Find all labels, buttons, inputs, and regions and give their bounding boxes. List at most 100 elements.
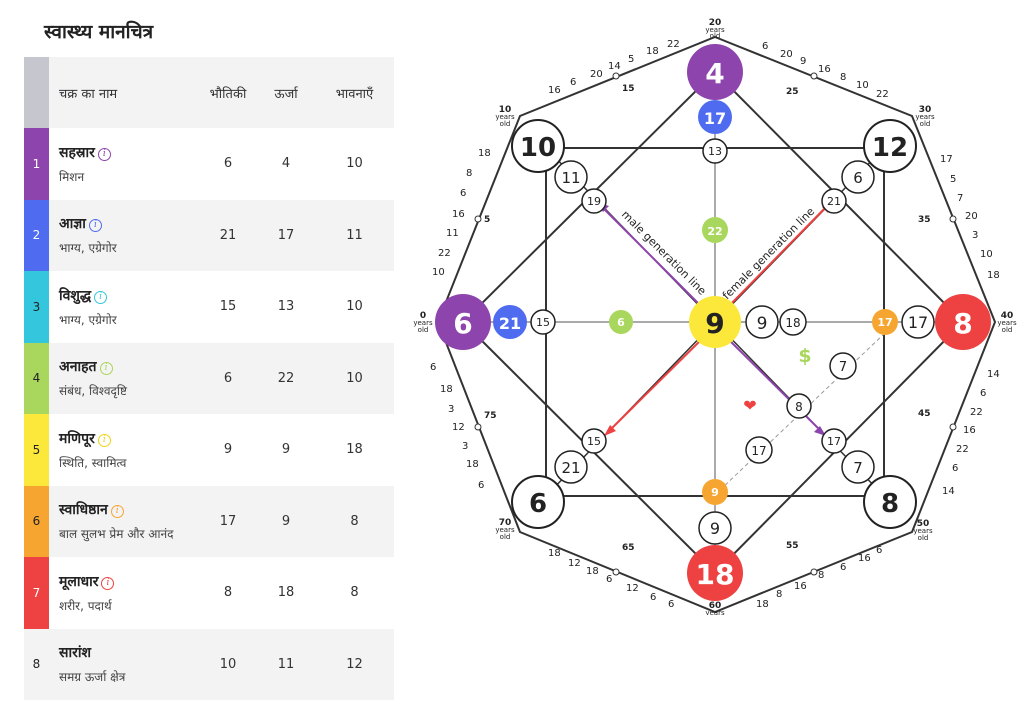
node-third-top-left[interactable]: 19: [581, 188, 607, 214]
info-icon[interactable]: i: [97, 147, 111, 161]
node-center-right-2[interactable]: 18: [779, 308, 807, 336]
svg-text:20: 20: [709, 18, 722, 28]
svg-text:17: 17: [751, 444, 766, 458]
node-third-top-right[interactable]: 21: [821, 188, 847, 214]
svg-text:9: 9: [705, 307, 724, 340]
node-second-bottom-left[interactable]: 21: [554, 450, 588, 484]
node-second-top-left[interactable]: 11: [554, 160, 588, 194]
info-icon[interactable]: i: [97, 433, 111, 447]
node-orange-bottom[interactable]: 9: [702, 479, 728, 505]
node-second-top-right[interactable]: 6: [841, 160, 875, 194]
dollar-icon: $: [798, 345, 811, 367]
info-icon[interactable]: i: [94, 290, 108, 304]
page-title: स्वास्थ्य मानचित्र: [44, 21, 154, 43]
svg-text:21: 21: [827, 195, 841, 208]
svg-text:14: 14: [942, 486, 955, 497]
chakra-name: मूलाधार: [59, 573, 99, 590]
node-bottom-right[interactable]: 8: [863, 475, 917, 529]
chakra-number: 8: [32, 657, 41, 672]
energy-value: 4: [281, 156, 291, 172]
female-generation-label: female generation line: [720, 205, 817, 302]
node-second-bottom-right[interactable]: 7: [841, 450, 875, 484]
node-left[interactable]: 6: [435, 294, 491, 350]
svg-text:7: 7: [839, 360, 847, 375]
info-icon[interactable]: i: [99, 362, 113, 376]
female-lower-arrow-head: [604, 425, 616, 436]
svg-text:14: 14: [987, 369, 1000, 380]
svg-text:8: 8: [795, 400, 803, 414]
svg-text:6: 6: [762, 41, 768, 52]
node-bottom-left[interactable]: 6: [511, 475, 565, 529]
chakra-name: विशुद्ध: [59, 287, 92, 304]
svg-text:12: 12: [626, 583, 639, 594]
emotions-value: 10: [346, 299, 363, 315]
node-second-right[interactable]: 17: [901, 305, 935, 339]
info-icon[interactable]: i: [88, 219, 102, 233]
svg-text:old: old: [500, 533, 511, 541]
svg-text:6: 6: [478, 480, 484, 491]
age-label-bottom: 60 years old: [705, 601, 725, 615]
info-icon[interactable]: i: [110, 505, 124, 519]
svg-text:6: 6: [980, 388, 986, 399]
svg-text:10: 10: [520, 133, 556, 163]
svg-text:20: 20: [780, 49, 793, 60]
node-heart-energy[interactable]: 22: [702, 217, 728, 243]
node-orange-right[interactable]: 17: [872, 309, 898, 335]
svg-text:22: 22: [876, 89, 889, 100]
node-third-top[interactable]: 13: [702, 138, 728, 164]
svg-text:70: 70: [499, 518, 512, 528]
node-top-right[interactable]: 12: [863, 119, 917, 173]
svg-text:3: 3: [448, 404, 454, 415]
svg-text:0: 0: [420, 311, 426, 321]
svg-text:6: 6: [430, 362, 436, 373]
destiny-matrix-diagram: male generation line female generation l…: [413, 18, 1017, 615]
svg-text:16: 16: [963, 425, 976, 436]
node-second-top[interactable]: 17: [698, 100, 732, 134]
svg-text:20: 20: [965, 211, 978, 222]
node-love-8[interactable]: 8: [786, 393, 812, 419]
heart-icon: ❤: [743, 396, 756, 415]
chakra-table: चक्र का नाम भौतिकी ऊर्जा भावनाएँ 1 सहस्र…: [24, 57, 394, 700]
svg-text:9: 9: [711, 486, 719, 499]
svg-text:10: 10: [432, 267, 445, 278]
node-center-right[interactable]: 9: [745, 305, 779, 339]
node-top-left[interactable]: 10: [511, 119, 565, 173]
age-label-top-left: 10 years old: [495, 105, 515, 128]
header-energy: ऊर्जा: [274, 86, 298, 102]
emotions-value: 10: [346, 370, 363, 386]
node-third-bottom-left[interactable]: 15: [581, 428, 607, 454]
svg-text:years: years: [915, 113, 935, 121]
svg-text:17: 17: [704, 109, 726, 128]
svg-text:4: 4: [705, 57, 724, 90]
node-third-bottom-right[interactable]: 17: [821, 428, 847, 454]
node-second-bottom[interactable]: 9: [698, 511, 732, 545]
svg-text:6: 6: [840, 562, 846, 573]
info-icon[interactable]: i: [101, 576, 115, 590]
node-top[interactable]: 4: [687, 44, 743, 100]
svg-text:12: 12: [452, 422, 465, 433]
svg-text:old: old: [920, 120, 931, 128]
side-numbers-right-top: 17 5 7 20 3 10 18: [940, 154, 1000, 281]
node-center[interactable]: 9: [689, 296, 741, 348]
energy-value: 22: [277, 370, 295, 386]
svg-text:9: 9: [800, 56, 806, 67]
node-third-left[interactable]: 15: [530, 309, 556, 335]
svg-text:18: 18: [987, 270, 1000, 281]
svg-text:8: 8: [881, 489, 899, 519]
node-bottom[interactable]: 18: [687, 545, 743, 601]
chakra-description: बाल सुलभ प्रेम और आनंद: [59, 527, 174, 542]
node-right[interactable]: 8: [935, 294, 991, 350]
side-numbers-bottom-left: 18 12 18 6 12 6 6: [548, 548, 674, 610]
svg-text:5: 5: [484, 215, 490, 225]
chakra-description: भाग्य, एग्रेगोर: [59, 312, 117, 327]
node-second-left[interactable]: 21: [493, 305, 527, 339]
node-green-left[interactable]: 6: [609, 310, 633, 334]
node-money-7[interactable]: 7: [829, 352, 857, 380]
emotions-value: 12: [346, 656, 363, 672]
node-love-17[interactable]: 17: [745, 436, 773, 464]
